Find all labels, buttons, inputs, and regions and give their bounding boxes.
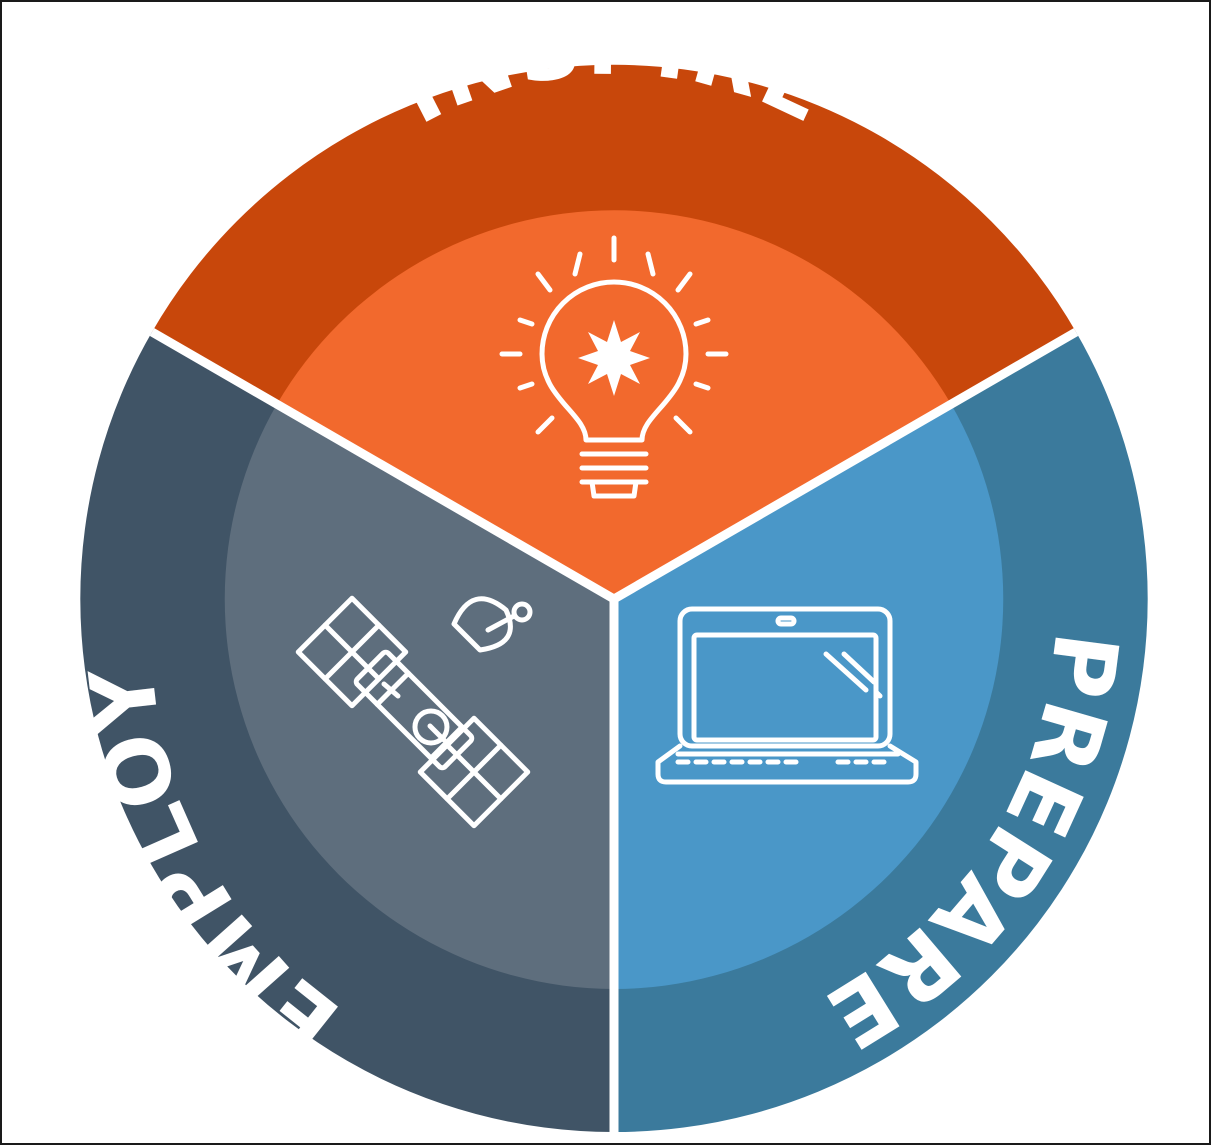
prepare-inner-segment — [614, 404, 1004, 989]
lightbulb-icon — [499, 235, 729, 499]
satellite-icon — [295, 595, 533, 829]
inspire-inner-segment — [277, 210, 951, 599]
employ-inner-segment — [224, 404, 614, 989]
segment-dividers — [149, 328, 1079, 1134]
laptop-icon — [655, 606, 919, 785]
divider-left — [149, 328, 617, 603]
divider-right — [611, 328, 1079, 603]
